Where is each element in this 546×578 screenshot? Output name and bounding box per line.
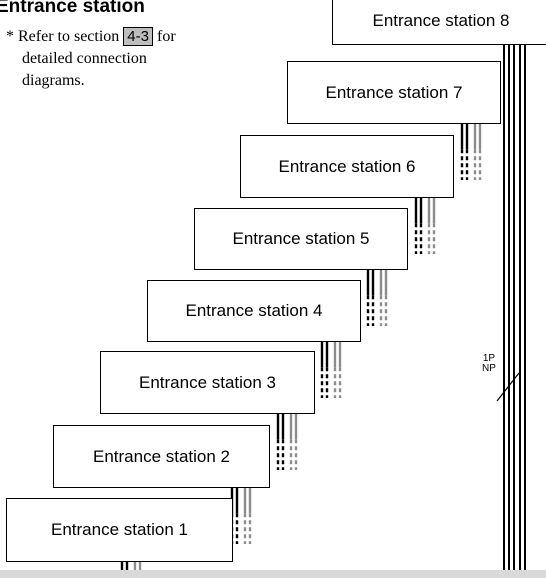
section-reference-link[interactable]: 4-3 bbox=[123, 27, 153, 46]
note-prefix: * Refer to section bbox=[6, 28, 120, 45]
entrance-station-7[interactable]: Entrance station 7 bbox=[287, 61, 501, 124]
entrance-station-1[interactable]: Entrance station 1 bbox=[6, 498, 233, 562]
bus-label-np: NP bbox=[482, 363, 496, 374]
reference-note: * Refer to section 4-3 for detailed conn… bbox=[6, 26, 266, 92]
entrance-station-4[interactable]: Entrance station 4 bbox=[147, 280, 361, 342]
entrance-station-2[interactable]: Entrance station 2 bbox=[53, 425, 270, 488]
bus-label-1p: 1P bbox=[482, 353, 496, 364]
trunk-cable bbox=[496, 45, 526, 578]
note-line-3: diagrams. bbox=[22, 72, 85, 89]
page-heading: Entrance station bbox=[0, 0, 145, 17]
entrance-station-8[interactable]: Entrance station 8 bbox=[332, 0, 546, 45]
entrance-station-6[interactable]: Entrance station 6 bbox=[240, 135, 454, 198]
entrance-station-3[interactable]: Entrance station 3 bbox=[100, 351, 315, 414]
station-drop-wires bbox=[120, 124, 482, 578]
note-suffix: for bbox=[156, 28, 176, 45]
bus-slash-mark bbox=[496, 372, 520, 402]
bus-label: 1P NP bbox=[482, 354, 496, 374]
page-bottom-bar bbox=[0, 570, 546, 578]
entrance-station-5[interactable]: Entrance station 5 bbox=[194, 208, 408, 270]
note-line-2: detailed connection bbox=[22, 50, 147, 67]
